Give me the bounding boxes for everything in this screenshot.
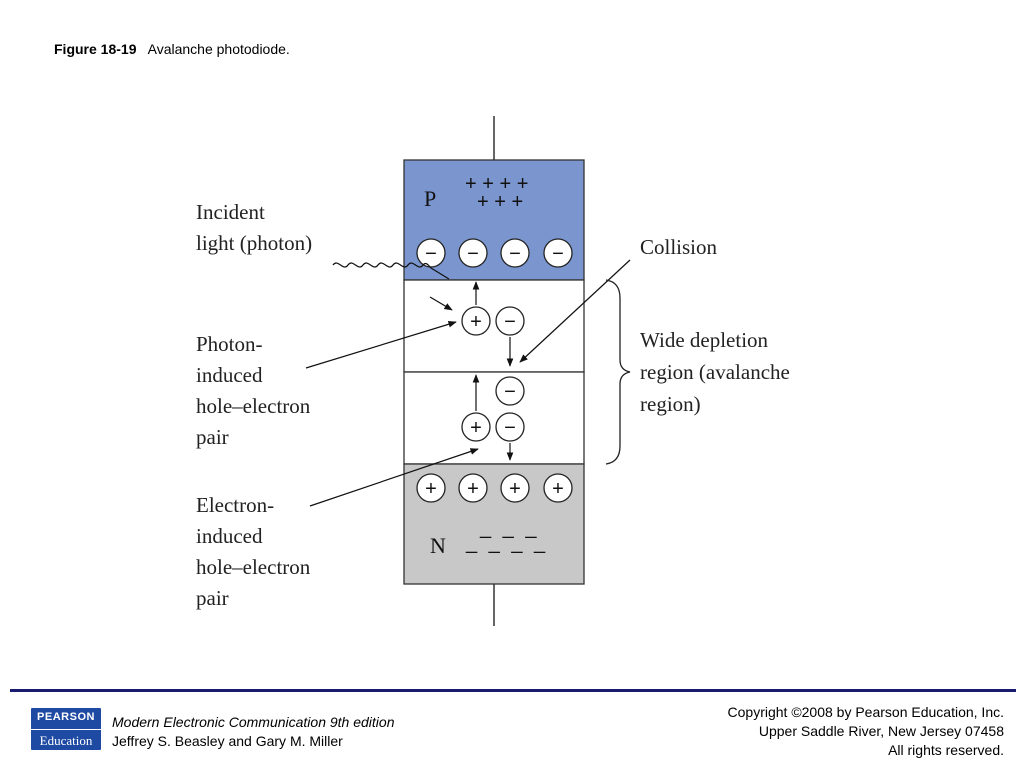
electron-electron: − [495, 412, 525, 442]
p-letter: P [424, 186, 436, 211]
svg-text:−: − [509, 243, 521, 265]
svg-text:+: + [470, 311, 482, 333]
collision-pointer [519, 259, 631, 363]
p-ion: − [543, 238, 573, 268]
incident-label: Incident light (photon) [196, 200, 312, 255]
n-ion: + [543, 473, 573, 503]
electron-pair-label: Electron- induced hole–electron pair [196, 493, 316, 610]
photon-hole: + [461, 306, 491, 336]
svg-text:−: − [425, 243, 437, 265]
n-minus-row-1: _ _ _ [479, 517, 539, 539]
n-ion: + [500, 473, 530, 503]
book-title: Modern Electronic Communication 9th edit… [112, 714, 395, 730]
photon-arrow [429, 296, 453, 311]
figure-caption: Avalanche photodiode. [147, 41, 290, 57]
photodiode-diagram: P + + + + + + + − − − − + + + + N _ _ _ … [196, 116, 795, 626]
n-ions: + + + + [416, 473, 573, 503]
depletion-lower [403, 371, 585, 465]
figure-number: Figure 18-19 [54, 41, 137, 57]
n-ion: + [416, 473, 446, 503]
p-ions: − − − − [416, 238, 573, 268]
address-line: Upper Saddle River, New Jersey 07458 [758, 723, 1004, 739]
svg-text:+: + [425, 478, 437, 500]
collision-label: Collision [640, 235, 718, 259]
book-info: Modern Electronic Communication 9th edit… [112, 713, 394, 751]
svg-text:−: − [504, 311, 516, 333]
n-minus-row-2: _ _ _ _ [465, 532, 548, 554]
depletion-brace-icon [605, 279, 631, 465]
photon-wave-icon [332, 262, 450, 280]
pearson-logo: PEARSON Education [31, 708, 101, 750]
depletion-label: Wide depletion region (avalanche region) [640, 328, 795, 416]
copyright-block: Copyright ©2008 by Pearson Education, In… [728, 703, 1004, 760]
logo-rule [31, 729, 101, 730]
svg-text:+: + [552, 478, 564, 500]
svg-text:−: − [504, 417, 516, 439]
logo-bottom-text: Education [39, 733, 93, 748]
p-ion: − [458, 238, 488, 268]
figure-title: Figure 18-19 Avalanche photodiode. [54, 41, 290, 57]
photon-pair-label: Photon- induced hole–electron pair [196, 332, 316, 449]
collision-electron: − [495, 376, 525, 406]
footer-divider [10, 689, 1016, 692]
n-letter: N [430, 533, 446, 558]
rights-line: All rights reserved. [888, 742, 1004, 758]
copyright-line: Copyright ©2008 by Pearson Education, In… [727, 704, 1004, 720]
svg-text:−: − [467, 243, 479, 265]
book-authors: Jeffrey S. Beasley and Gary M. Miller [112, 733, 343, 749]
n-ion: + [458, 473, 488, 503]
photon-electron: − [495, 306, 525, 336]
svg-text:−: − [552, 243, 564, 265]
p-plus-row-1: + + + + [465, 173, 528, 195]
photon-pair-pointer [305, 321, 457, 369]
svg-text:−: − [504, 381, 516, 403]
svg-text:+: + [470, 417, 482, 439]
p-plus-row-2: + + + [477, 191, 523, 213]
electron-hole: + [461, 412, 491, 442]
electron-pair-pointer [309, 448, 479, 507]
p-ion: − [500, 238, 530, 268]
logo-top-text: PEARSON [37, 711, 95, 723]
svg-text:+: + [509, 478, 521, 500]
depletion-upper [403, 279, 585, 373]
svg-text:+: + [467, 478, 479, 500]
p-ion: − [416, 238, 446, 268]
